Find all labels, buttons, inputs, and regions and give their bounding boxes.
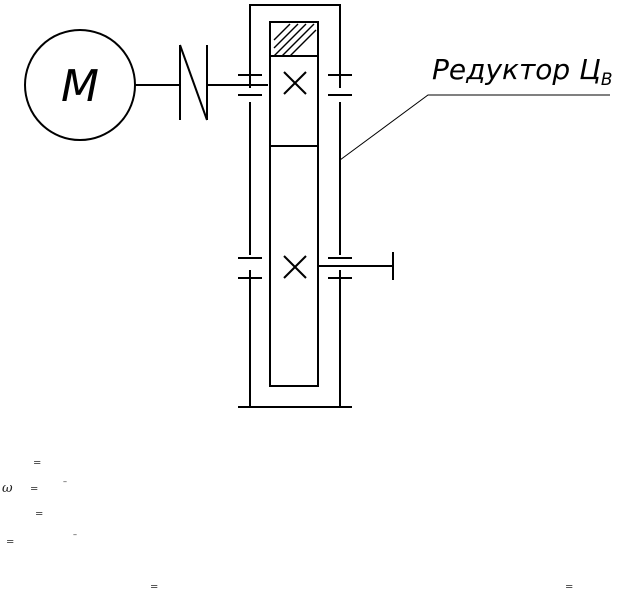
kinematic-scheme-drawing: M [24,4,612,408]
leader-line [339,94,610,161]
formula-eq-2: = [30,484,39,495]
output-shaft-bearings [238,257,352,279]
coupling-symbol [135,44,268,121]
gear-pair [269,21,319,387]
output-shaft [318,252,394,280]
formula-eq-1: = [33,458,42,469]
formula-omega-symbol: ω [2,481,13,496]
formula-exponent-dash-2: – [63,477,67,486]
motor-symbol: M [24,29,136,141]
helical-teeth-hatching [273,23,317,57]
formula-eq-6: = [565,582,574,593]
coupling-link [179,44,208,121]
reducer-housing [238,4,352,408]
input-shaft-bearings [238,74,352,96]
formula-exponent-dash-4: – [73,530,77,539]
formula-eq-5: = [150,582,159,593]
housing-top-wall [249,4,341,88]
formula-eq-4: = [6,537,15,548]
reducer-label: Редуктор ЦВ [432,53,612,90]
motor-letter: M [61,61,99,112]
formula-eq-3: = [35,509,44,520]
